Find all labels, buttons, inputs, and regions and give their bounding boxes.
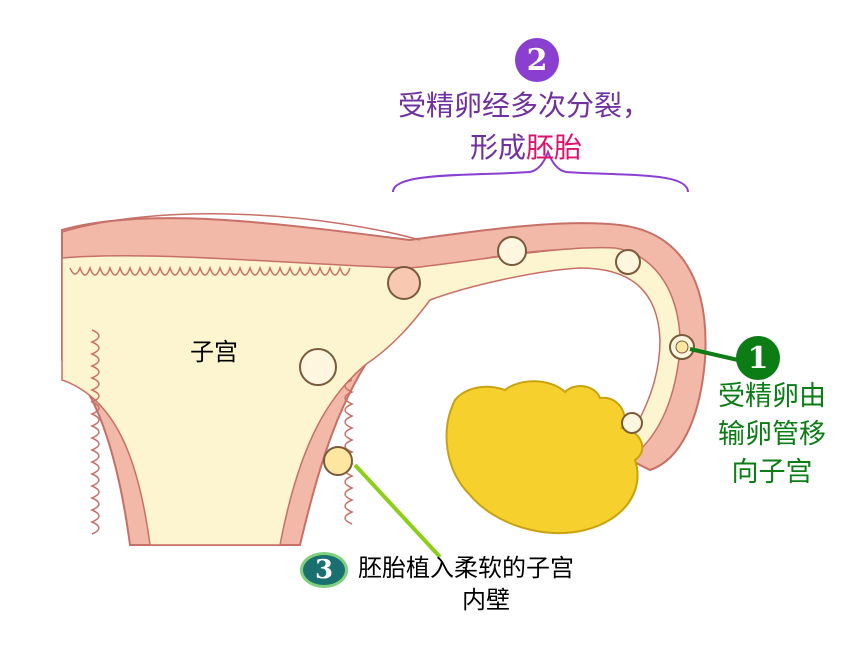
step1-number-badge: 1 bbox=[736, 336, 780, 380]
uterus-label: 子宫 bbox=[190, 338, 238, 366]
morula-1 bbox=[497, 236, 527, 266]
step3-text-line2: 内壁 bbox=[462, 586, 510, 614]
step3-number-badge: 3 bbox=[300, 552, 348, 588]
endometrium-fringe-left bbox=[90, 329, 100, 535]
step2-number-badge: 2 bbox=[515, 38, 559, 82]
uterus bbox=[61, 213, 707, 546]
blastocyst bbox=[299, 348, 337, 386]
step1-text-line1: 受精卵由 bbox=[718, 381, 826, 412]
embryo-stages bbox=[299, 236, 695, 476]
uterus-cavity bbox=[61, 246, 681, 546]
step2-embryo-term: 胚胎 bbox=[526, 131, 583, 164]
implanted-embryo bbox=[323, 446, 353, 476]
endometrium-fringe-right bbox=[344, 379, 354, 525]
four-cell-stage bbox=[615, 249, 641, 275]
step2-line2-prefix: 形成 bbox=[470, 131, 527, 164]
morula-2 bbox=[387, 266, 421, 300]
endometrium-fringe-top bbox=[69, 265, 351, 276]
step3-text-line1: 胚胎植入柔软的子宫 bbox=[358, 554, 574, 582]
step3-pointer bbox=[353, 463, 442, 559]
uterus-top-band bbox=[61, 213, 421, 241]
two-cell-stage bbox=[621, 412, 643, 434]
step1-text: 受精卵由 输卵管移 向子宫 bbox=[707, 378, 837, 492]
ovary bbox=[445, 380, 644, 534]
step1-text-line3: 向子宫 bbox=[731, 457, 813, 488]
step2-brace bbox=[392, 149, 689, 193]
step1-text-line2: 输卵管移 bbox=[718, 419, 826, 450]
step2-text-line2: 形成胚胎 bbox=[470, 126, 582, 166]
step2-text-line1: 受精卵经多次分裂， bbox=[398, 89, 651, 122]
step1-pointer bbox=[689, 347, 739, 362]
zygote-inner bbox=[675, 340, 689, 354]
